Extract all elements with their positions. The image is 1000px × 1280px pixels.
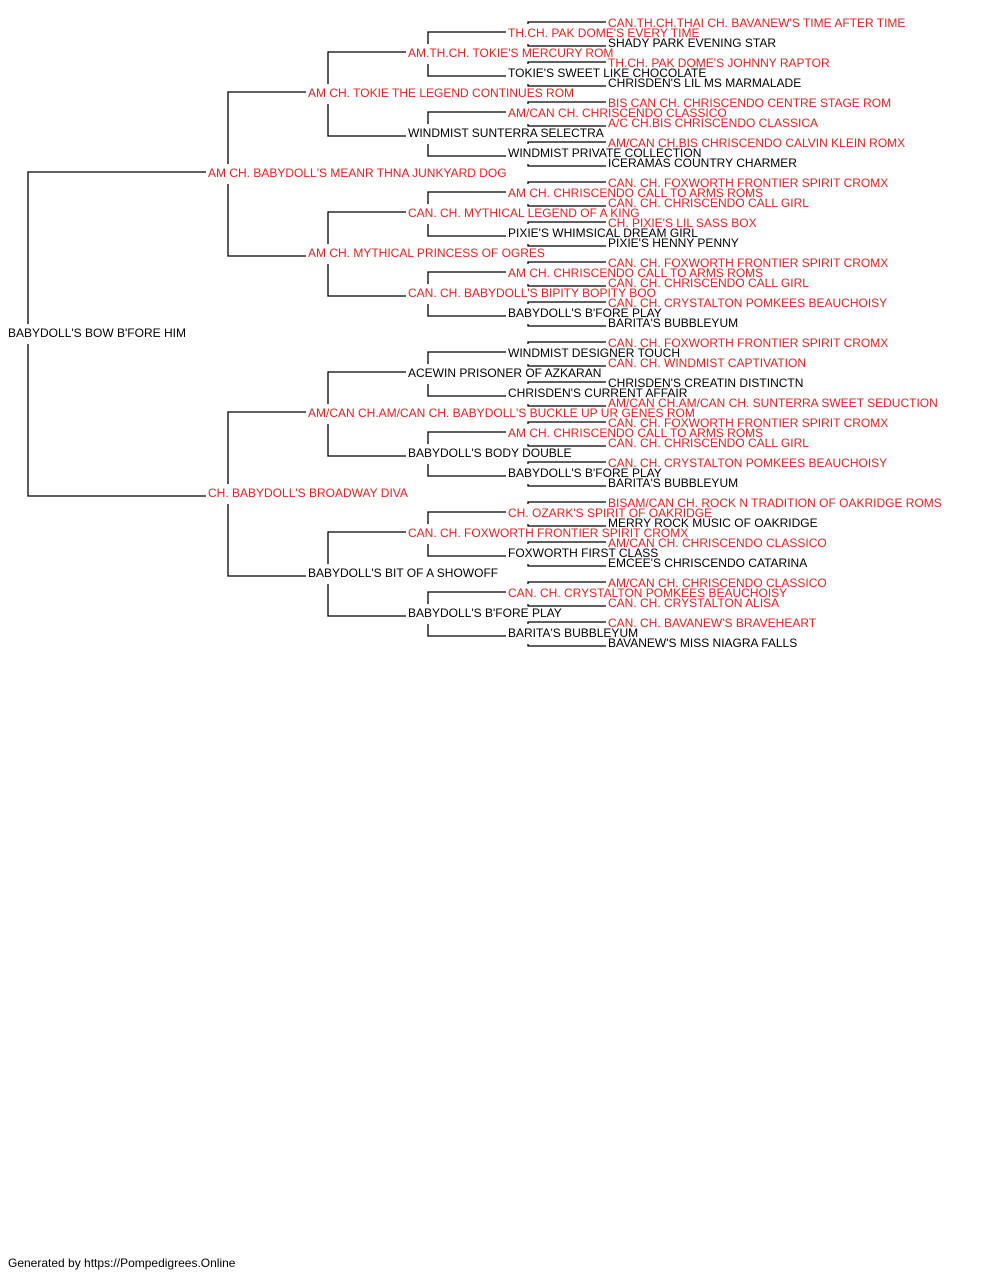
sire-dam-connector bbox=[527, 341, 606, 367]
ancestor-name: CAN. CH. CHRISCENDO CALL GIRL bbox=[608, 196, 809, 210]
ancestor-name: WINDMIST DESIGNER TOUCH bbox=[508, 346, 680, 360]
sire-dam-connector bbox=[527, 181, 606, 207]
sire-dam-connector bbox=[427, 191, 506, 237]
sire-dam-connector bbox=[527, 421, 606, 447]
sire-dam-connector bbox=[327, 211, 406, 297]
ancestor-name: CAN. CH. BABYDOLL'S BIPITY BOPITY BOO bbox=[408, 286, 656, 300]
ancestor-name: AM/CAN CH. CHRISCENDO CLASSICO bbox=[508, 106, 727, 120]
ancestor-name: PIXIE'S HENNY PENNY bbox=[608, 236, 739, 250]
ancestor-name: MERRY ROCK MUSIC OF OAKRIDGE bbox=[608, 516, 818, 530]
sire-dam-connector bbox=[527, 461, 606, 487]
sire-dam-connector bbox=[527, 101, 606, 127]
ancestor-name: CAN. CH. FOXWORTH FRONTIER SPIRIT CROMX bbox=[408, 526, 688, 540]
sire-dam-connector bbox=[527, 141, 606, 167]
sire-dam-connector bbox=[427, 351, 506, 397]
sire-dam-connector bbox=[527, 581, 606, 607]
ancestor-name: BABYDOLL'S B'FORE PLAY bbox=[508, 466, 662, 480]
ancestor-name: CAN. CH. WINDMIST CAPTIVATION bbox=[608, 356, 806, 370]
ancestor-name: CAN. CH. FOXWORTH FRONTIER SPIRIT CROMX bbox=[608, 336, 888, 350]
sire-dam-connector bbox=[527, 621, 606, 647]
ancestor-name: CH. PIXIE'S LIL SASS BOX bbox=[608, 216, 757, 230]
ancestor-name: AM CH. CHRISCENDO CALL TO ARMS ROMS bbox=[508, 266, 763, 280]
sire-dam-connector bbox=[427, 111, 506, 157]
sire-dam-connector bbox=[527, 301, 606, 327]
ancestor-name: BABYDOLL'S B'FORE PLAY bbox=[508, 306, 662, 320]
ancestor-name: BISAM/CAN CH. ROCK N TRADITION OF OAKRID… bbox=[608, 496, 942, 510]
ancestor-name: CH. OZARK'S SPIRIT OF OAKRIDGE bbox=[508, 506, 712, 520]
sire-dam-connector bbox=[227, 411, 306, 577]
ancestor-name: CHRISDEN'S LIL MS MARMALADE bbox=[608, 76, 801, 90]
sire-dam-connector bbox=[427, 31, 506, 77]
ancestor-name: CAN. CH. CHRISCENDO CALL GIRL bbox=[608, 436, 809, 450]
sire-dam-connector bbox=[427, 271, 506, 317]
ancestor-name: AM CH. BABYDOLL'S MEANR THNA JUNKYARD DO… bbox=[208, 166, 507, 180]
ancestor-name: CAN. CH. CRYSTALTON POMKEES BEAUCHOISY bbox=[508, 586, 787, 600]
ancestor-name: CH. BABYDOLL'S BROADWAY DIVA bbox=[208, 486, 408, 500]
ancestor-name: EMCEE'S CHRISCENDO CATARINA bbox=[608, 556, 807, 570]
ancestor-name: CHRISDEN'S CREATIN DISTINCTN bbox=[608, 376, 803, 390]
ancestor-name: WINDMIST PRIVATE COLLECTION bbox=[508, 146, 701, 160]
subject-dog-name: BABYDOLL'S BOW B'FORE HIM bbox=[8, 326, 186, 340]
ancestor-name: AM/CAN CH.AM/CAN CH. BABYDOLL'S BUCKLE U… bbox=[308, 406, 695, 420]
ancestor-name: AM CH. MYTHICAL PRINCESS OF OGRES bbox=[308, 246, 545, 260]
ancestor-name: ACEWIN PRISONER OF AZKARAN bbox=[408, 366, 601, 380]
ancestor-name: CAN. CH. MYTHICAL LEGEND OF A KING bbox=[408, 206, 640, 220]
ancestor-name: FOXWORTH FIRST CLASS bbox=[508, 546, 658, 560]
ancestor-name: BABYDOLL'S BODY DOUBLE bbox=[408, 446, 571, 460]
ancestor-name: CAN. CH. CRYSTALTON POMKEES BEAUCHOISY bbox=[608, 456, 887, 470]
sire-dam-connector bbox=[427, 431, 506, 477]
ancestor-name: AM CH. TOKIE THE LEGEND CONTINUES ROM bbox=[308, 86, 574, 100]
ancestor-name: TH.CH. PAK DOME'S EVERY TIME bbox=[508, 26, 699, 40]
sire-dam-connector bbox=[527, 61, 606, 87]
ancestor-name: AM/CAN CH. CHRISCENDO CLASSICO bbox=[608, 536, 827, 550]
ancestor-name: CAN. CH. CRYSTALTON ALISA bbox=[608, 596, 779, 610]
ancestor-name: SHADY PARK EVENING STAR bbox=[608, 36, 776, 50]
ancestor-name: BIS CAN CH. CHRISCENDO CENTRE STAGE ROM bbox=[608, 96, 891, 110]
ancestor-name: CAN. CH. FOXWORTH FRONTIER SPIRIT CROMX bbox=[608, 256, 888, 270]
ancestor-name: WINDMIST SUNTERRA SELECTRA bbox=[408, 126, 604, 140]
sire-dam-connector bbox=[527, 21, 606, 47]
sire-dam-connector bbox=[427, 511, 506, 557]
ancestor-name: AM/CAN CH. CHRISCENDO CLASSICO bbox=[608, 576, 827, 590]
ancestor-name: BARITA'S BUBBLEYUM bbox=[508, 626, 638, 640]
sire-dam-connector bbox=[527, 261, 606, 287]
ancestor-name: BAVANEW'S MISS NIAGRA FALLS bbox=[608, 636, 797, 650]
sire-dam-connector bbox=[527, 501, 606, 527]
sire-dam-connector bbox=[427, 591, 506, 637]
ancestor-name: AM CH. CHRISCENDO CALL TO ARMS ROMS bbox=[508, 186, 763, 200]
sire-dam-connector bbox=[227, 91, 306, 257]
sire-dam-connector bbox=[527, 541, 606, 567]
ancestor-name: PIXIE'S WHIMSICAL DREAM GIRL bbox=[508, 226, 698, 240]
ancestor-name: CAN. CH. BAVANEW'S BRAVEHEART bbox=[608, 616, 817, 630]
sire-dam-connector bbox=[527, 381, 606, 407]
ancestor-name: A/C CH.BIS CHRISCENDO CLASSICA bbox=[608, 116, 818, 130]
ancestor-name: ICERAMAS COUNTRY CHARMER bbox=[608, 156, 797, 170]
sire-dam-connector bbox=[327, 51, 406, 137]
ancestor-name: CAN.TH.CH.THAI CH. BAVANEW'S TIME AFTER … bbox=[608, 16, 905, 30]
ancestor-name: BABYDOLL'S B'FORE PLAY bbox=[408, 606, 562, 620]
ancestor-name: AM.TH.CH. TOKIE'S MERCURY ROM bbox=[408, 46, 613, 60]
ancestor-name: AM/CAN CH.AM/CAN CH. SUNTERRA SWEET SEDU… bbox=[608, 396, 938, 410]
ancestor-name: TH.CH. PAK DOME'S JOHNNY RAPTOR bbox=[608, 56, 830, 70]
sire-dam-connector bbox=[327, 371, 406, 457]
ancestor-name: CAN. CH. FOXWORTH FRONTIER SPIRIT CROMX bbox=[608, 176, 888, 190]
footer-credit: Generated by https://Pompedigrees.Online bbox=[8, 1256, 236, 1270]
sire-dam-connector bbox=[27, 171, 206, 497]
ancestor-name: BARITA'S BUBBLEYUM bbox=[608, 316, 738, 330]
ancestor-name: CHRISDEN'S CURRENT AFFAIR bbox=[508, 386, 688, 400]
ancestor-name: TOKIE'S SWEET LIKE CHOCOLATE bbox=[508, 66, 706, 80]
ancestor-name: CAN. CH. CHRISCENDO CALL GIRL bbox=[608, 276, 809, 290]
ancestor-name: CAN. CH. CRYSTALTON POMKEES BEAUCHOISY bbox=[608, 296, 887, 310]
ancestor-name: BABYDOLL'S BIT OF A SHOWOFF bbox=[308, 566, 498, 580]
ancestor-name: BARITA'S BUBBLEYUM bbox=[608, 476, 738, 490]
ancestor-name: AM CH. CHRISCENDO CALL TO ARMS ROMS bbox=[508, 426, 763, 440]
sire-dam-connector bbox=[327, 531, 406, 617]
sire-dam-connector bbox=[527, 221, 606, 247]
ancestor-name: AM/CAN CH.BIS CHRISCENDO CALVIN KLEIN RO… bbox=[608, 136, 905, 150]
ancestor-name: CAN. CH. FOXWORTH FRONTIER SPIRIT CROMX bbox=[608, 416, 888, 430]
